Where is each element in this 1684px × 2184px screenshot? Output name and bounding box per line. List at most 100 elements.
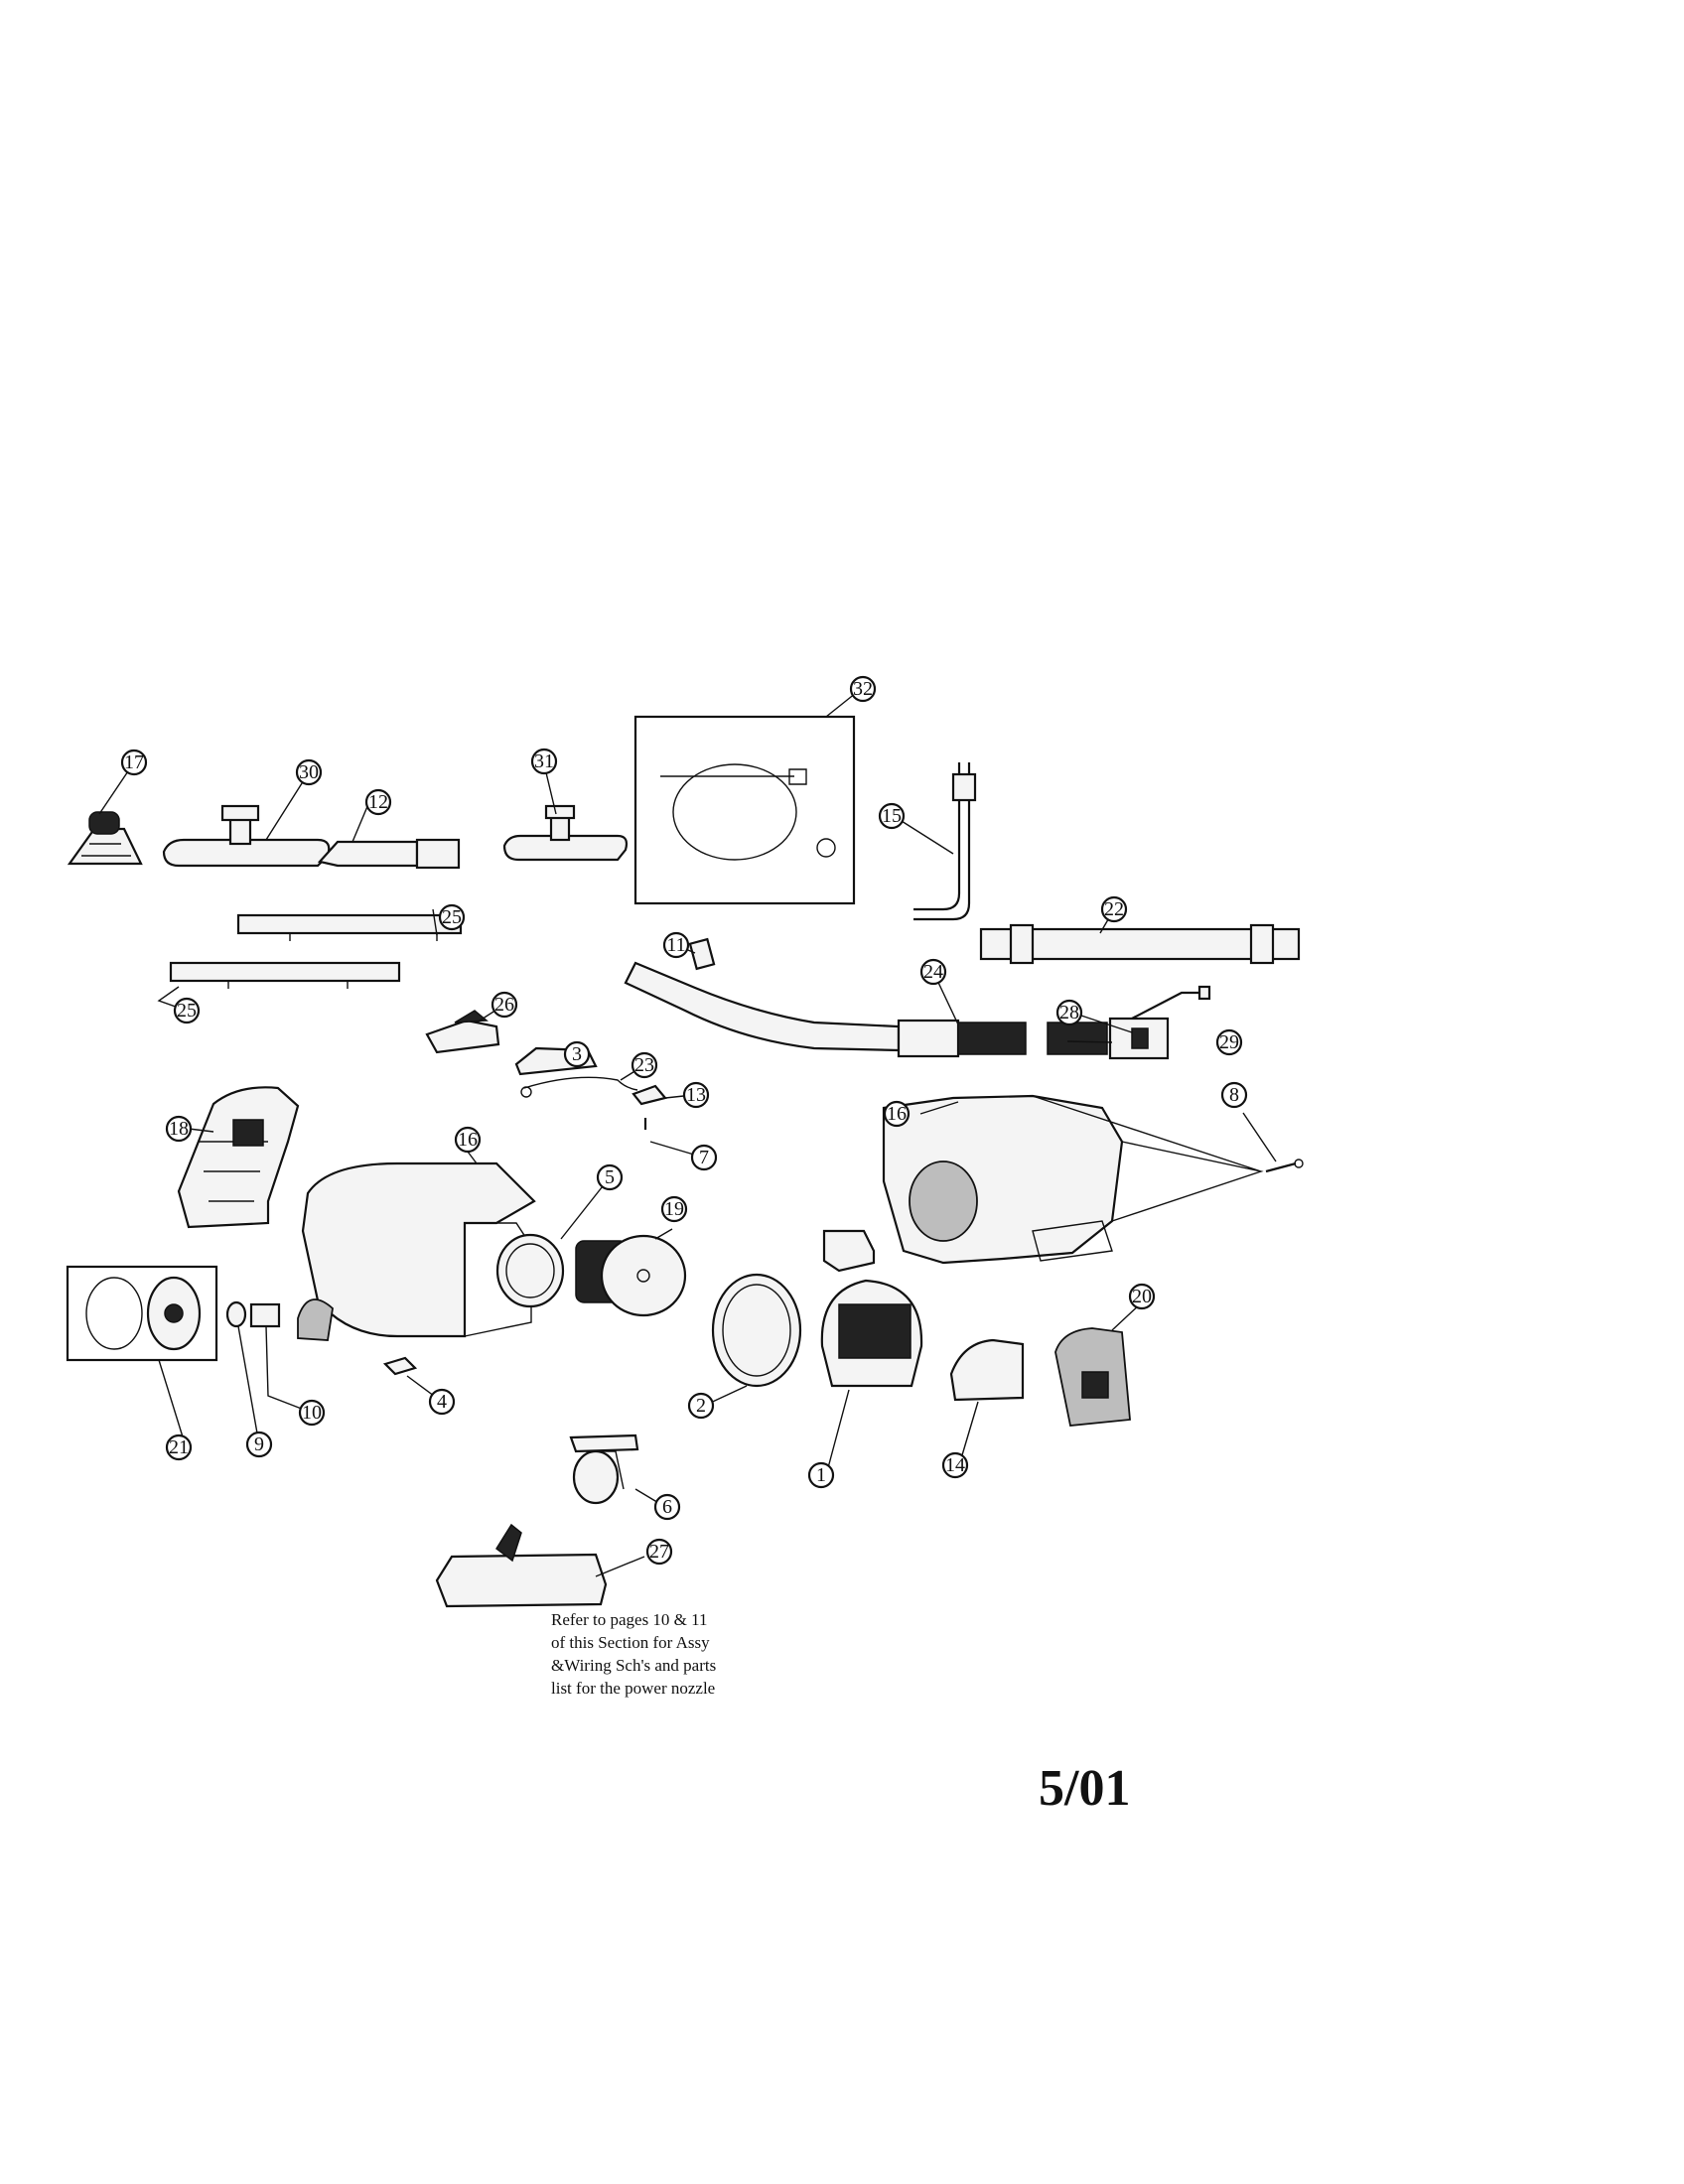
svg-text:32: 32 [853,678,873,700]
svg-text:20: 20 [1132,1286,1152,1307]
callout-3: 3 [563,1040,591,1068]
callout-25b: 25 [173,997,201,1024]
part-21-wheel-box [66,1265,218,1362]
part-17-brush [67,811,143,866]
svg-text:27: 27 [649,1541,669,1563]
svg-text:14: 14 [945,1454,965,1476]
svg-text:19: 19 [664,1198,684,1220]
svg-text:8: 8 [1229,1084,1239,1106]
svg-text:17: 17 [124,751,144,773]
svg-text:24: 24 [923,961,943,983]
callout-14: 14 [941,1451,969,1479]
part-22-wand [979,923,1301,965]
part-24-hose [897,1019,1108,1058]
callout-19: 19 [660,1195,688,1223]
svg-text:21: 21 [169,1436,189,1458]
part-31-floor-tool [502,804,629,862]
part-25-wand-upper [236,913,463,941]
callout-11: 11 [662,931,690,959]
callout-16b: 16 [883,1100,911,1128]
callout-32: 32 [849,675,877,703]
svg-text:2: 2 [696,1395,706,1417]
note-line-1: Refer to pages 10 & 11 [551,1610,708,1629]
svg-text:22: 22 [1104,898,1124,920]
callout-27: 27 [645,1538,673,1566]
part-16-canister-left [297,1161,536,1341]
note-line-2: of this Section for Assy [551,1633,710,1652]
callout-31: 31 [530,748,558,775]
part-18-housing [177,1086,300,1229]
svg-text:16: 16 [458,1129,478,1151]
note-line-3: &Wiring Sch's and parts [551,1656,717,1675]
callout-22: 22 [1100,895,1128,923]
callout-28: 28 [1055,999,1083,1026]
svg-text:9: 9 [254,1433,264,1455]
part-1-filter [820,1279,923,1388]
callout-24: 24 [919,958,947,986]
part-26-switch [425,1010,500,1054]
part-13-clip [632,1084,667,1106]
part-8-pin [1265,1159,1304,1173]
svg-text:25: 25 [442,906,462,928]
svg-text:29: 29 [1219,1031,1239,1053]
part-23-wire [520,1076,638,1098]
part-19-motor [575,1234,687,1317]
svg-text:25: 25 [177,1000,197,1022]
svg-text:18: 18 [169,1118,189,1140]
callout-21: 21 [165,1433,193,1461]
svg-text:30: 30 [299,761,319,783]
part-4-latch [382,1356,418,1376]
callout-23: 23 [631,1051,658,1079]
svg-text:31: 31 [534,751,554,772]
callout-15: 15 [878,802,906,830]
callout-29: 29 [1215,1028,1243,1056]
part-28-lead [1131,985,1211,1020]
svg-text:5: 5 [605,1166,615,1188]
part-27-power-nozzle [435,1523,608,1608]
part-32-cord-box [633,715,856,905]
callout-9: 9 [245,1431,273,1458]
callout-12: 12 [364,788,392,816]
part-25-wand-lower [169,961,401,989]
callout-10: 10 [298,1399,326,1427]
part-20-cover [1054,1327,1131,1427]
callout-17: 17 [120,749,148,776]
svg-text:26: 26 [494,994,514,1016]
callout-6: 6 [653,1493,681,1521]
callout-8: 8 [1220,1081,1248,1109]
svg-text:15: 15 [882,805,902,827]
callout-5: 5 [596,1163,624,1191]
callout-2: 2 [687,1392,715,1420]
callout-20: 20 [1128,1283,1156,1310]
part-5-filter-ring [495,1233,565,1308]
part-15-cord [913,762,977,921]
part-6-caster [569,1433,639,1505]
part-10-axle [249,1302,281,1328]
callout-25a: 25 [438,903,466,931]
note-line-4: list for the power nozzle [551,1679,716,1698]
svg-text:28: 28 [1059,1002,1079,1024]
svg-text:16: 16 [887,1103,907,1125]
svg-text:10: 10 [302,1402,322,1424]
part-16-canister-right [822,1094,1264,1273]
part-14-pad [949,1338,1025,1402]
part-9-washer [225,1300,247,1328]
callout-7: 7 [690,1144,718,1171]
callout-30: 30 [295,758,323,786]
svg-text:7: 7 [699,1147,709,1168]
callout-16a: 16 [454,1126,482,1154]
svg-text:3: 3 [572,1043,582,1065]
part-30-floor-tool [162,804,331,868]
part-12-crevice-tool [317,838,461,870]
callout-4: 4 [428,1388,456,1416]
leader-lines [98,688,1277,1577]
svg-text:11: 11 [666,934,685,956]
svg-text:6: 6 [662,1496,672,1518]
callout-26: 26 [491,991,518,1019]
part-2-gasket [711,1273,802,1388]
svg-text:13: 13 [686,1084,706,1106]
callout-1: 1 [807,1461,835,1489]
svg-text:23: 23 [634,1054,654,1076]
svg-text:1: 1 [816,1464,826,1486]
